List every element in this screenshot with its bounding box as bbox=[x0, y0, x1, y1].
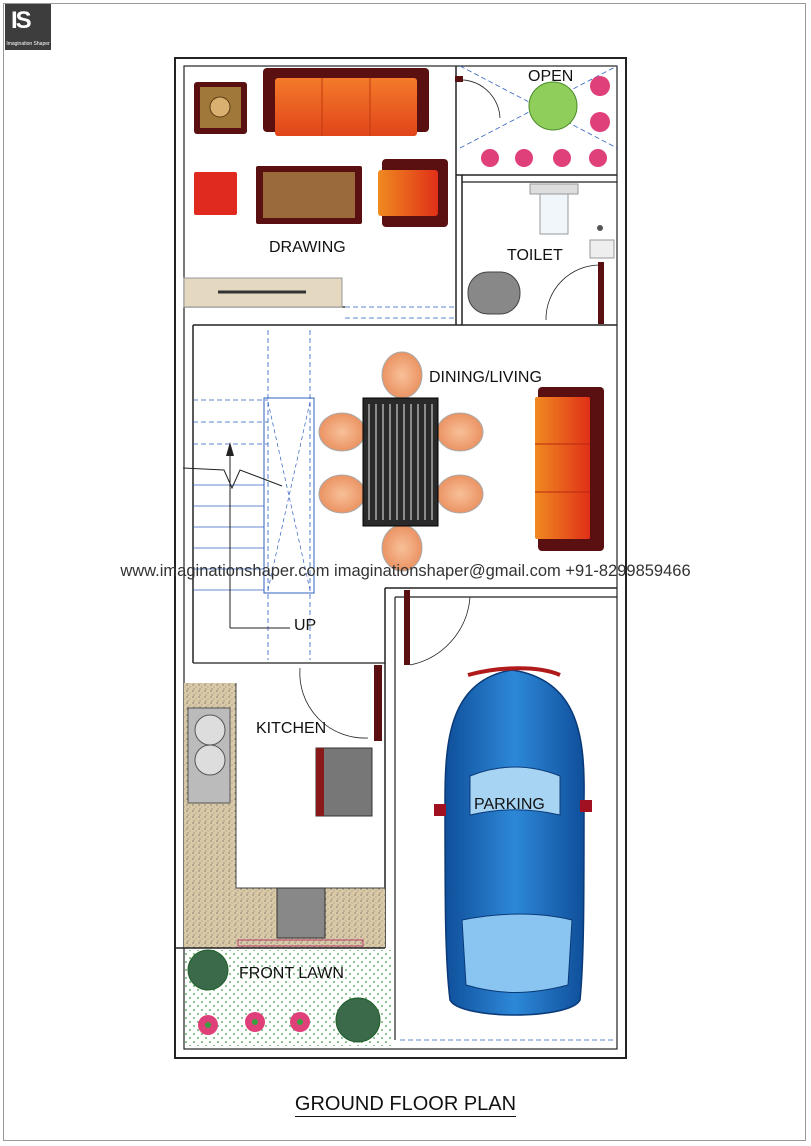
room-label-front-lawn: FRONT LAWN bbox=[239, 965, 344, 982]
contact-watermark: www.imaginationshaper.com imaginationsha… bbox=[120, 562, 691, 580]
plan-title: GROUND FLOOR PLAN bbox=[0, 1093, 811, 1117]
room-label-kitchen: KITCHEN bbox=[256, 720, 327, 737]
drawing-frame bbox=[3, 3, 806, 1141]
logo-caption: Imagination Shaper bbox=[6, 41, 50, 47]
room-label-toilet: TOILET bbox=[507, 247, 563, 264]
room-label-dining-living: DINING/LIVING bbox=[429, 369, 542, 386]
stair-label-up: UP bbox=[294, 617, 317, 634]
room-label-open: OPEN bbox=[528, 68, 574, 85]
plan-title-text: GROUND FLOOR PLAN bbox=[294, 1093, 517, 1117]
room-label-parking: PARKING bbox=[474, 796, 545, 813]
brand-logo: IS Imagination Shaper bbox=[5, 4, 51, 50]
room-label-drawing: DRAWING bbox=[269, 239, 346, 256]
logo-mark: IS bbox=[11, 7, 32, 34]
